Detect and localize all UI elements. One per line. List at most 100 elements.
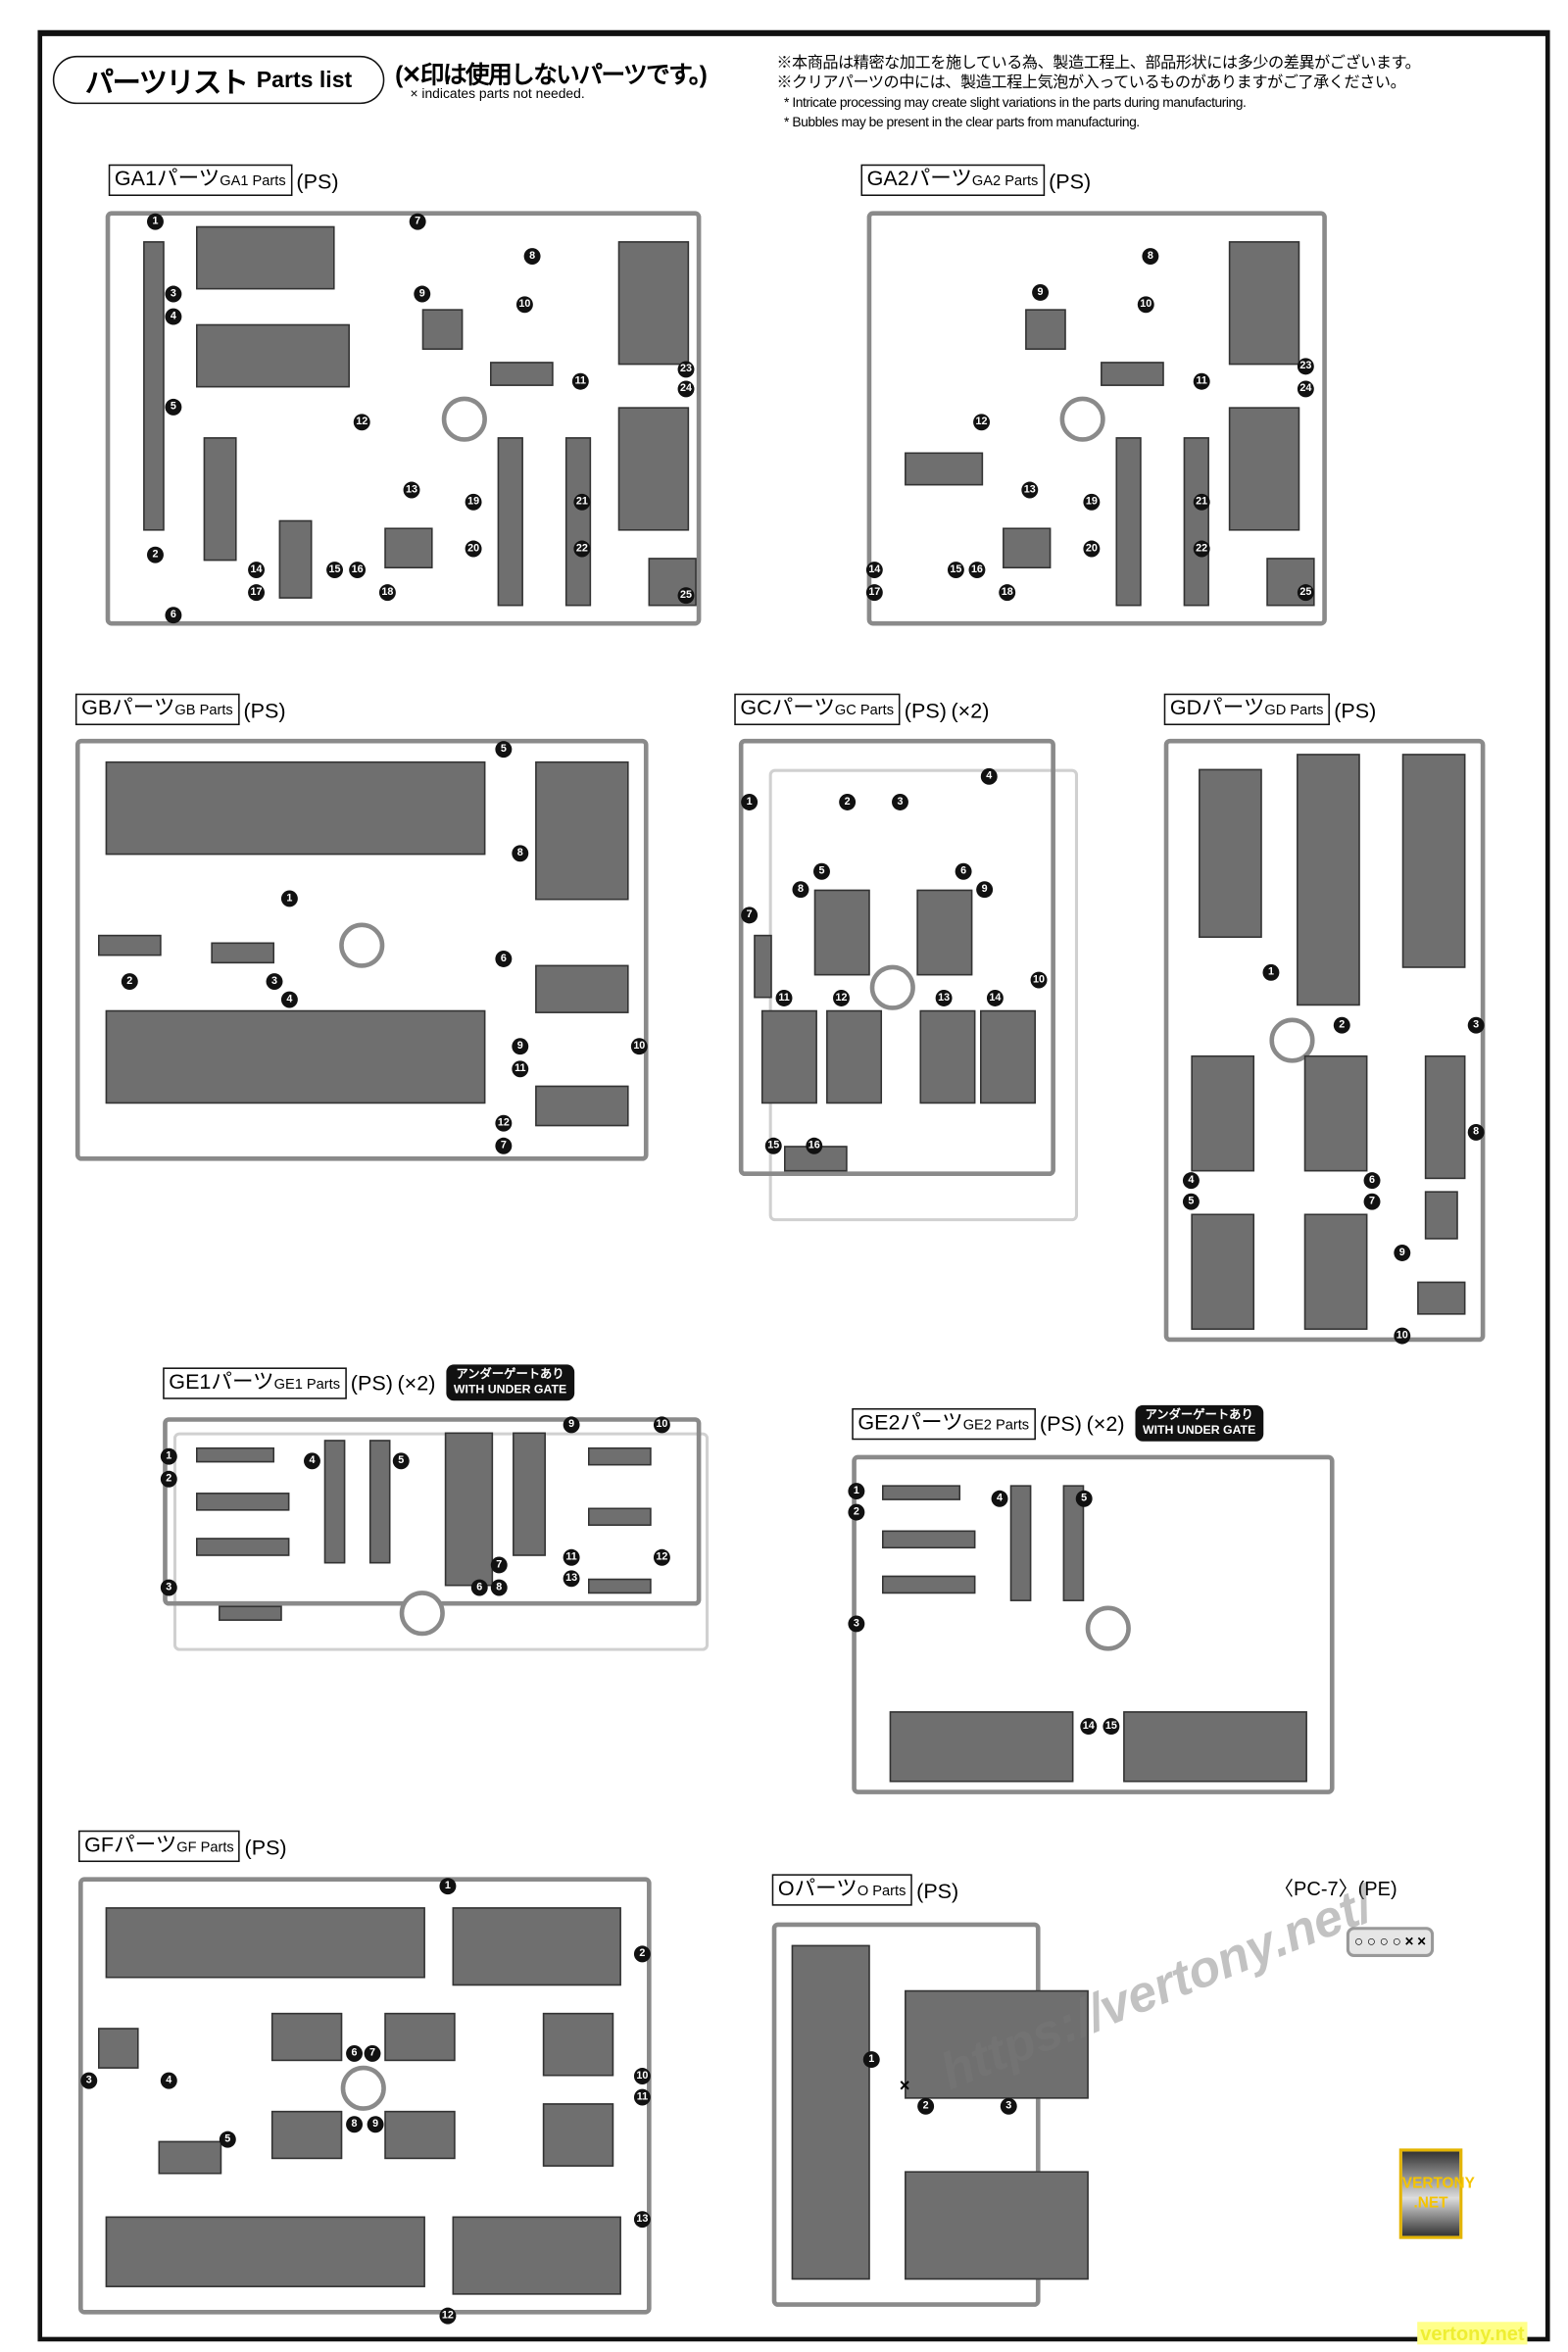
material: (PS) <box>1334 697 1377 722</box>
part-shape <box>368 1440 391 1564</box>
part-number: 4 <box>991 1490 1008 1507</box>
part-number: 10 <box>1137 296 1154 314</box>
part-number: 11 <box>512 1060 529 1078</box>
label-ja: GA1パーツ <box>114 166 220 190</box>
part-number: 2 <box>147 546 164 564</box>
part-shape <box>1401 754 1466 968</box>
part-number: 6 <box>165 607 182 624</box>
part-shape <box>497 437 523 607</box>
part-shape <box>905 1989 1089 2099</box>
part-number: 13 <box>403 481 420 499</box>
part-shape <box>980 1009 1036 1104</box>
part-number: 4 <box>980 767 998 785</box>
part-shape <box>1303 1054 1368 1172</box>
material: (PS) <box>296 168 339 193</box>
part-number: 2 <box>121 973 138 991</box>
logo-line: VERTONY <box>1401 2176 1475 2192</box>
part-shape <box>490 362 554 386</box>
material: (PS) <box>244 1834 287 1859</box>
part-number: 9 <box>563 1416 580 1434</box>
part-shape <box>219 1605 282 1621</box>
part-number: 20 <box>1083 540 1101 558</box>
part-shape <box>1062 1485 1085 1601</box>
part-number: 6 <box>470 1579 488 1596</box>
runner-label-gc: GCパーツGC Parts (PS) (×2) <box>734 693 990 726</box>
part-shape <box>158 2140 222 2175</box>
label-ja: Oパーツ <box>777 1875 858 1900</box>
part-shape <box>384 2110 456 2160</box>
note-line: * Bubbles may be present in the clear pa… <box>784 114 1140 130</box>
part-number: 4 <box>1182 1172 1200 1190</box>
part-shape <box>564 437 592 607</box>
part-shape <box>98 934 162 956</box>
part-shape <box>278 519 313 599</box>
part-number: 7 <box>741 906 759 924</box>
multiplier: (×2) <box>951 697 990 722</box>
part-shape <box>617 241 690 366</box>
part-number: 3 <box>848 1615 865 1633</box>
part-number: 10 <box>630 1038 648 1055</box>
material: (PS) <box>916 1878 959 1902</box>
part-number: 9 <box>414 285 431 303</box>
part-number: 22 <box>573 540 591 558</box>
part-number: 9 <box>367 2116 384 2133</box>
part-number: 2 <box>633 1945 651 1963</box>
part-number: 1 <box>862 2051 880 2069</box>
runner-hub-gb <box>339 922 385 968</box>
label-en: GE2 Parts <box>962 1416 1030 1434</box>
pc7-mark: ○ <box>1392 1934 1401 1951</box>
part-shape <box>1228 407 1300 531</box>
part-shape <box>452 1907 621 1986</box>
part-shape <box>105 760 486 856</box>
footer-watermark: vertony.net <box>1417 2322 1528 2345</box>
part-number: 9 <box>1032 284 1050 301</box>
part-number: 24 <box>677 380 695 398</box>
part-shape <box>535 1085 629 1127</box>
part-shape <box>105 1907 425 1979</box>
badge-ja: アンダーゲートあり <box>1145 1407 1253 1422</box>
part-shape <box>1003 527 1052 569</box>
part-number: 24 <box>1297 380 1314 398</box>
part-shape <box>882 1530 976 1549</box>
part-number: 9 <box>1394 1245 1411 1261</box>
logo-line: .NET <box>1413 2195 1448 2212</box>
part-number: 6 <box>495 951 513 967</box>
runner-frame-gd <box>1163 738 1486 1343</box>
part-number: 12 <box>495 1114 513 1132</box>
part-shape <box>919 1009 976 1104</box>
runner-frame-gb <box>74 738 649 1161</box>
runner-hub-ge2 <box>1085 1605 1131 1651</box>
part-shape <box>760 1009 817 1104</box>
part-number: 12 <box>439 2307 457 2325</box>
part-number: 10 <box>1394 1327 1411 1345</box>
part-shape <box>196 225 335 290</box>
part-shape <box>916 889 973 976</box>
pc7-label: 〈PC-7〉(PE) <box>1274 1877 1397 1900</box>
part-number: 1 <box>439 1878 457 1895</box>
part-shape <box>1303 1213 1368 1330</box>
runner-label-gd: GDパーツGD Parts (PS) <box>1163 693 1377 726</box>
multiplier: (×2) <box>397 1370 436 1396</box>
part-number: 11 <box>563 1548 580 1566</box>
material: (PS) <box>350 1370 393 1396</box>
part-number: 11 <box>775 990 793 1006</box>
part-shape <box>1025 309 1066 350</box>
part-shape <box>196 1493 290 1511</box>
part-shape <box>1183 437 1209 607</box>
part-number: 17 <box>865 584 883 602</box>
label-ja: GFパーツ <box>84 1832 177 1856</box>
runner-frame-ga2 <box>866 211 1327 626</box>
label-en: GE1 Parts <box>273 1375 341 1393</box>
part-number: 9 <box>976 881 994 899</box>
part-shape <box>270 2110 343 2160</box>
part-number: 1 <box>741 794 759 810</box>
part-number: 7 <box>495 1137 513 1154</box>
part-shape <box>542 2103 614 2167</box>
unused-note-ja: (✕印は使用しないパーツです。) <box>395 63 708 89</box>
part-number: 8 <box>1467 1123 1485 1141</box>
material: (PS) <box>904 697 947 722</box>
part-shape <box>1009 1485 1032 1601</box>
part-number: 6 <box>346 2044 364 2062</box>
part-shape <box>1424 1054 1466 1180</box>
